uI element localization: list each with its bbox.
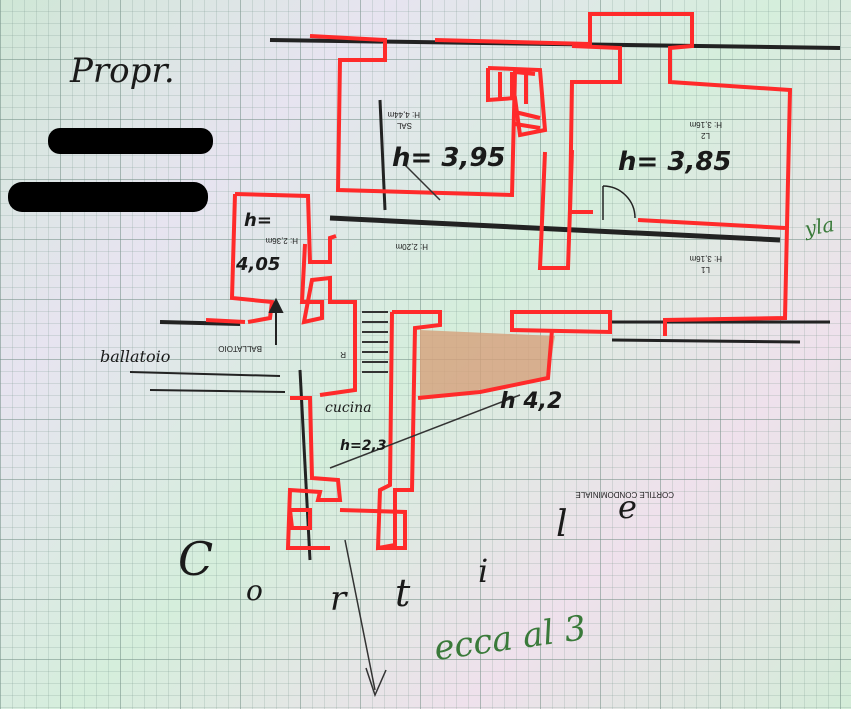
green-note: ecca al 3 <box>432 608 589 669</box>
printed-height-corridor: H: 2,20m <box>395 242 428 251</box>
svg-text:SAL: SAL <box>396 121 412 130</box>
ballatoio-handwritten: ballatoio <box>100 347 170 366</box>
printed-label-sal: SAL H: 4,44m <box>387 110 420 130</box>
height-stair: h 4,2 <box>500 389 562 414</box>
printed-label-l2: L2 H: 3,16m <box>689 120 722 140</box>
svg-text:H: 3,16m: H: 3,16m <box>689 120 722 129</box>
height-l2: h= 3,85 <box>618 147 732 177</box>
pencil-diagonals <box>329 164 521 698</box>
redaction-bar-1 <box>48 128 213 154</box>
owner-label: Propr. <box>69 51 175 91</box>
height-sal: h= 3,95 <box>392 143 506 173</box>
redaction-bar-2 <box>8 182 208 212</box>
svg-text:L1: L1 <box>701 265 710 274</box>
arrow-up-icon <box>268 297 284 345</box>
stair-treads <box>362 311 388 373</box>
cortile-letter-t: t <box>395 571 411 615</box>
height-room-b: 4,05 <box>235 254 280 275</box>
cortile-letter-r: r <box>330 579 348 619</box>
cortile-letter-e: e <box>618 488 637 526</box>
printed-height-236: H: 2,36m <box>265 236 298 245</box>
cortile-letter-l: l <box>556 504 568 545</box>
cortile-letter-o: o <box>246 574 263 607</box>
cortile-letter-i: i <box>478 552 488 590</box>
height-cucina: h=2,3 <box>340 438 387 454</box>
svg-text:H: 3,16m: H: 3,16m <box>689 254 722 263</box>
printed-ballatoio: BALLATOIO <box>218 344 262 353</box>
height-room-a: h= <box>244 210 272 231</box>
printed-cortile-condominiale: CORTILE CONDOMINIALE <box>575 490 674 499</box>
cortile-letter-c: C <box>178 532 213 586</box>
door-swing <box>602 185 636 219</box>
red-outline <box>205 12 793 551</box>
printed-label-l1: L1 H: 3,16m <box>689 254 722 274</box>
cucina-handwritten: cucina <box>325 400 372 416</box>
printed-r: R <box>340 350 346 359</box>
green-side-note: yla <box>802 212 836 241</box>
svg-text:L2: L2 <box>701 131 710 140</box>
svg-text:H: 4,44m: H: 4,44m <box>387 110 420 119</box>
